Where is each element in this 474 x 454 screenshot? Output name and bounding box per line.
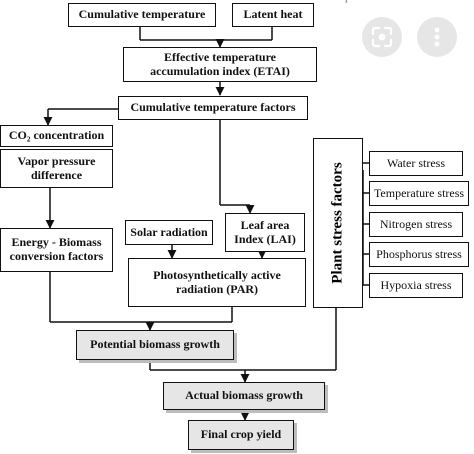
stress-item-phosphorus: Phosphorus stress: [369, 242, 469, 267]
stress-item-hypoxia: Hypoxia stress: [369, 273, 463, 298]
vapor-pressure-difference-box: Vapor pressure difference: [0, 149, 113, 188]
stress-item-nitrogen: Nitrogen stress: [369, 212, 463, 237]
solar-radiation-box: Solar radiation: [125, 220, 213, 245]
plant-stress-factors-label: Plant stress factors: [329, 162, 346, 284]
stress-item-temperature: Temperature stress: [369, 181, 469, 206]
leaf-area-index-box: Leaf area Index (LAI): [225, 213, 305, 252]
plant-stress-factors-box: Plant stress factors: [313, 138, 363, 308]
final-crop-yield-box: Final crop yield: [188, 420, 294, 450]
energy-biomass-conversion-box: Energy - Biomass conversion factors: [0, 228, 113, 272]
cumulative-temperature-factors-box: Cumulative temperature factors: [118, 96, 308, 120]
cumulative-temperature-box: Cumulative temperature: [68, 3, 216, 27]
etai-box: Effective temperature accumulation index…: [123, 47, 317, 82]
latent-heat-box: Latent heat: [232, 3, 314, 27]
more-options-button[interactable]: [417, 17, 457, 57]
potential-biomass-growth-box: Potential biomass growth: [76, 330, 234, 360]
top-cropped-text: p: [345, 0, 351, 3]
lens-search-icon: [371, 26, 393, 48]
more-vertical-icon: [434, 27, 440, 47]
co2-concentration-box: CO₂ concentration: [0, 125, 113, 147]
par-box: Photosynthetically active radiation (PAR…: [128, 258, 306, 307]
actual-biomass-growth-box: Actual biomass growth: [163, 382, 325, 410]
lens-search-button[interactable]: [362, 17, 402, 57]
stress-item-water: Water stress: [369, 151, 463, 176]
